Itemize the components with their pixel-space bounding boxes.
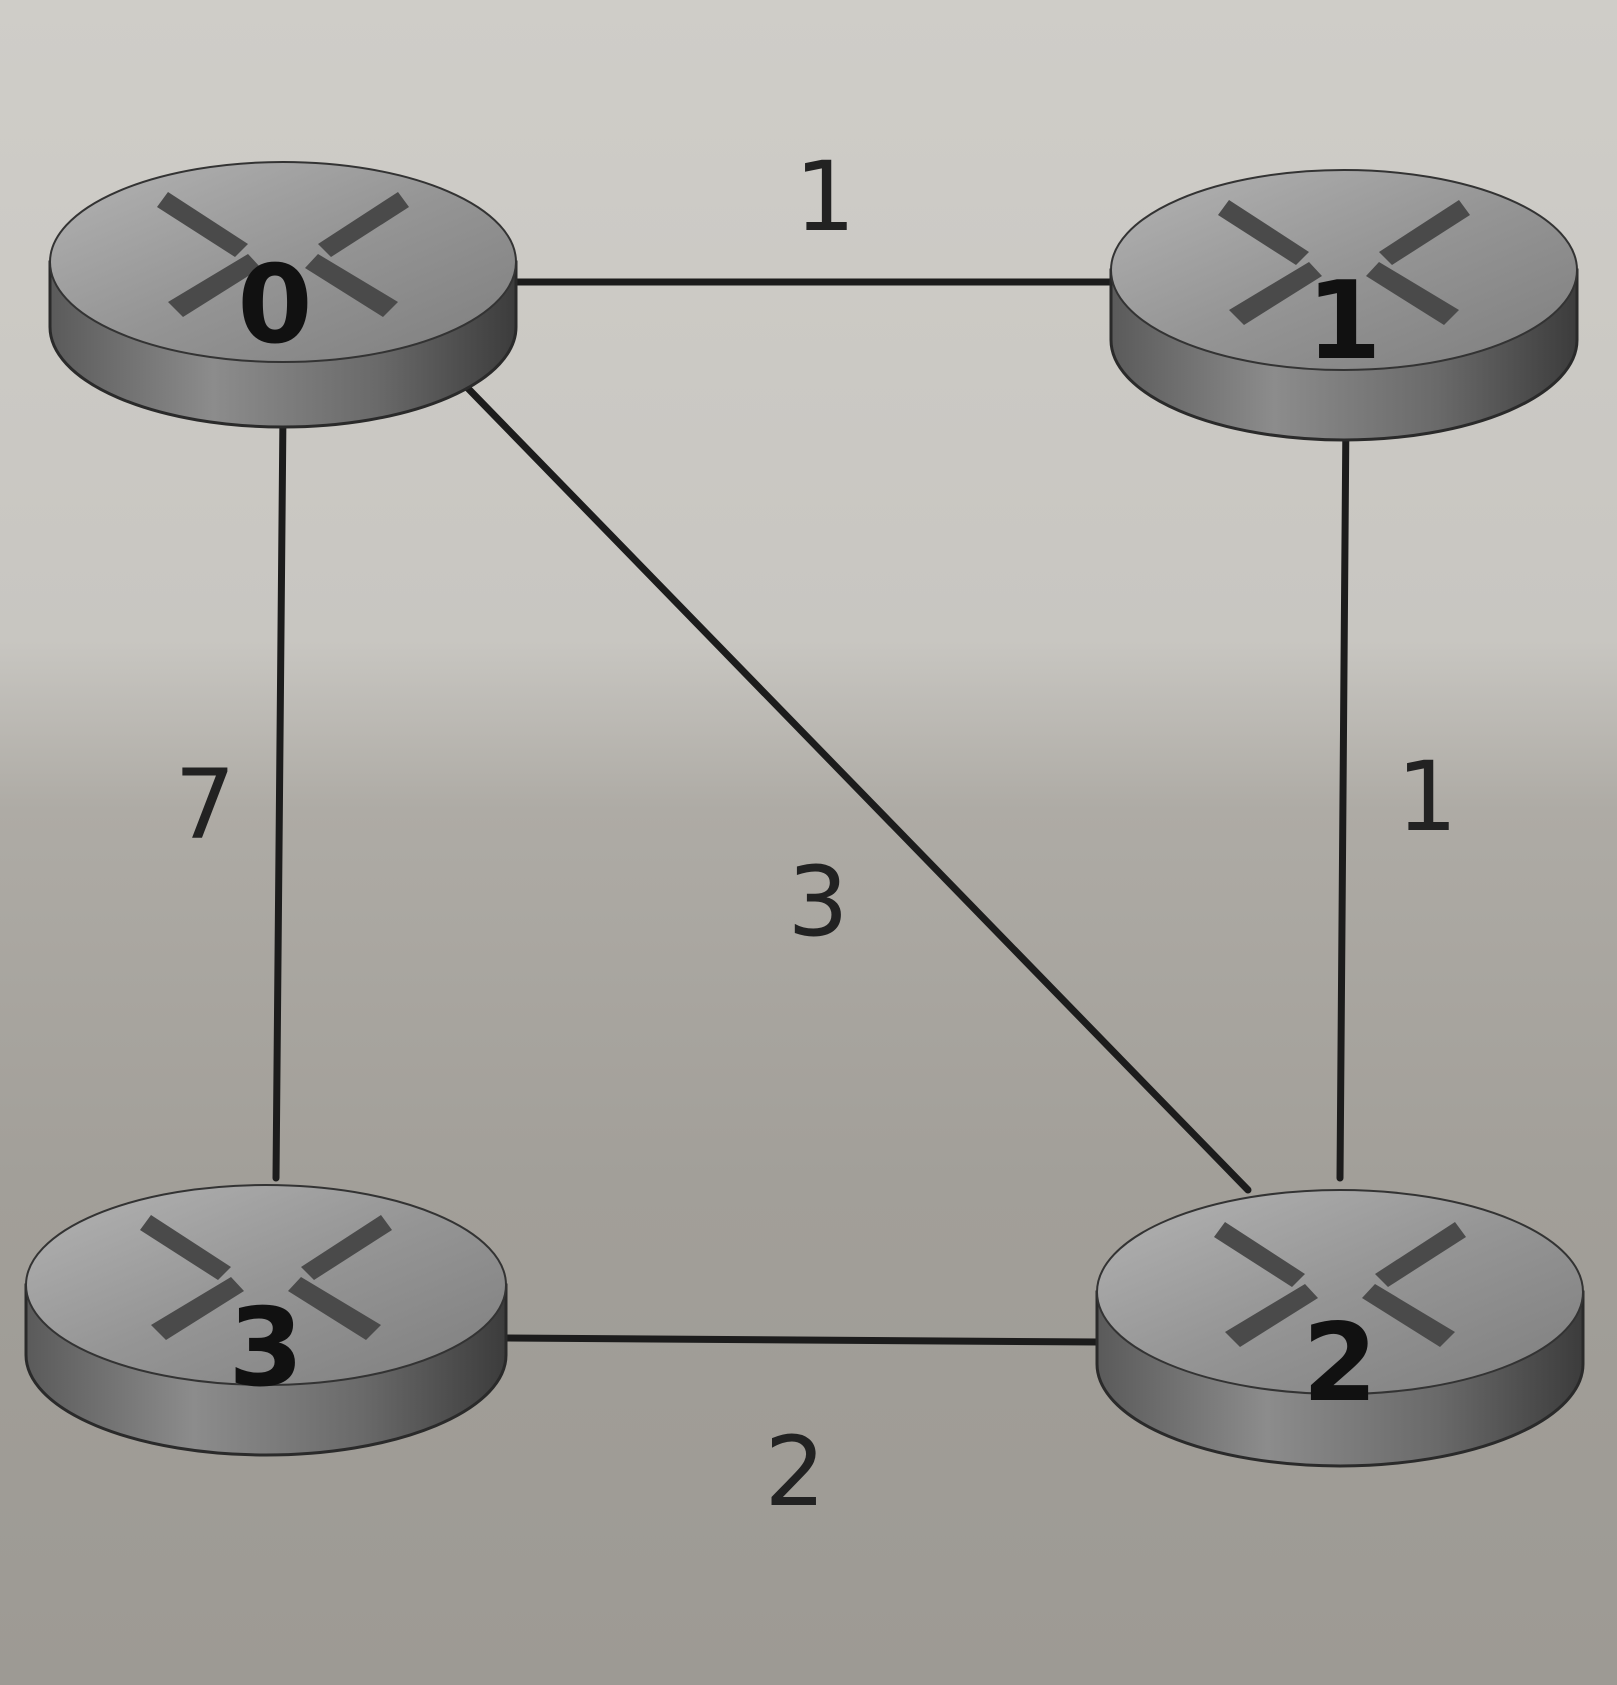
router-label-0: 0: [237, 243, 312, 368]
router-label-3: 3: [228, 1286, 303, 1411]
router-icon: [157, 192, 409, 317]
router-label-1: 1: [1306, 259, 1381, 384]
edge-label-0-3: 7: [174, 749, 235, 861]
edge-line-0-2: [451, 371, 1252, 1194]
edge-label-0-1: 1: [794, 141, 855, 253]
edge-label-0-2: 3: [787, 846, 848, 958]
router-node-2: 2: [1095, 1189, 1585, 1468]
router-top: [25, 1184, 507, 1386]
router-node-3: 3: [24, 1184, 508, 1457]
router-icon: [1214, 1222, 1466, 1347]
router-node-0: 0: [48, 161, 518, 429]
edge-line-0-3: [272, 408, 287, 1182]
edge-3-2: 2: [501, 1334, 1102, 1528]
edge-0-3: 7: [174, 408, 287, 1182]
router-icon: [140, 1215, 392, 1340]
router-node-1: 1: [1109, 169, 1579, 442]
edge-line-3-2: [501, 1334, 1102, 1346]
router-label-2: 2: [1302, 1301, 1377, 1426]
router-icon: [1218, 200, 1470, 325]
edge-label-1-2: 1: [1396, 741, 1457, 853]
edge-label-3-2: 2: [764, 1416, 825, 1528]
edge-0-1: 1: [511, 141, 1114, 286]
edge-1-2: 1: [1336, 408, 1458, 1182]
router-top: [1096, 1189, 1584, 1395]
edge-0-2: 3: [451, 371, 1252, 1194]
edge-line-1-2: [1336, 408, 1350, 1182]
